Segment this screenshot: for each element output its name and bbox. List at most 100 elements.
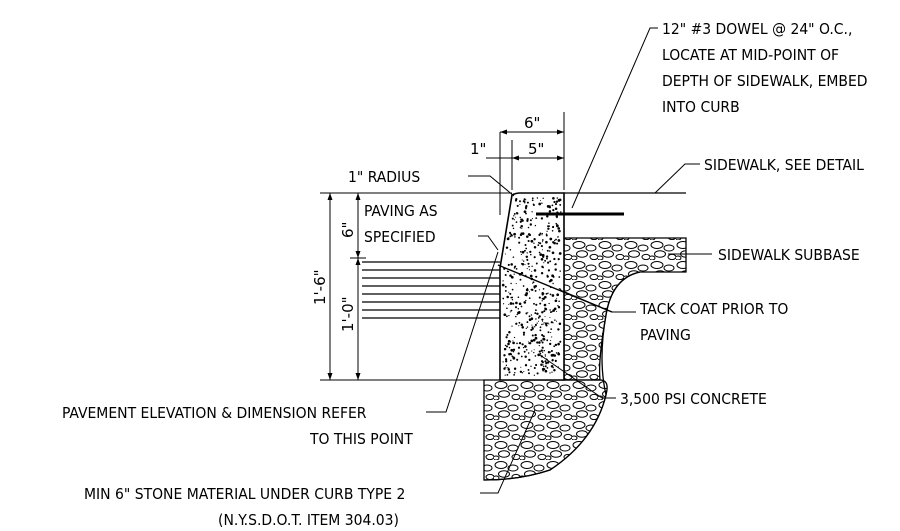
concrete-dot [524,202,526,204]
concrete-dot [522,285,525,287]
concrete-dot [519,200,521,203]
concrete-dot [531,317,534,320]
concrete-dot [542,335,545,338]
concrete-dot [550,354,554,357]
concrete-dot [542,364,544,366]
pavement-note-line2: TO THIS POINT [309,430,413,448]
concrete-dot [542,323,545,325]
concrete-dot [526,218,529,221]
concrete-dot [554,207,558,211]
concrete-dot [546,249,549,252]
concrete-dot [548,222,550,224]
concrete-dot [524,244,527,246]
concrete-dot [531,211,533,213]
concrete-dot [528,358,531,362]
concrete-dot [547,331,550,334]
concrete-dot [515,283,517,285]
concrete-dot [516,204,519,207]
concrete-dot [512,302,515,305]
concrete-dot [558,252,562,255]
concrete-dot [506,333,509,336]
concrete-dot [554,319,556,321]
concrete-dot [547,322,549,324]
concrete-dot [542,365,545,368]
concrete-dot [505,364,508,367]
concrete-dot [506,237,510,241]
concrete-dot [511,288,514,291]
concrete-dot [518,341,522,345]
concrete-dot [506,374,509,376]
concrete-dot [508,330,511,334]
concrete-dot [552,282,554,285]
concrete-dot [548,323,550,325]
concrete-dot [557,352,561,356]
concrete-dot [549,293,552,296]
concrete-dot [546,215,549,218]
dim-1in-text: 1" [470,140,486,158]
concrete-dot [546,205,550,208]
concrete-dot [529,223,533,226]
concrete-dot [530,328,533,332]
concrete-dot [509,302,513,305]
concrete-dot [531,265,533,268]
concrete-dot [524,206,527,209]
concrete-dot [549,278,553,282]
concrete-dot [554,268,557,271]
concrete-dot [539,326,542,329]
concrete-dot [551,359,554,362]
concrete-dot [556,320,558,322]
concrete-dot [551,230,554,232]
concrete-dot [545,240,548,244]
dim-5in-text: 5" [528,140,544,158]
concrete-dot [553,369,556,372]
concrete-dot [551,294,555,297]
concrete-dot [543,303,547,307]
concrete-dot [556,297,558,299]
concrete-dot [557,328,560,331]
concrete-dot [505,336,508,339]
concrete-note: 3,500 PSI CONCRETE [620,390,767,408]
concrete-dot [520,225,523,228]
concrete-dot [535,363,538,367]
concrete-dot [520,355,523,358]
concrete-dot [542,197,544,200]
concrete-dot [540,360,544,363]
concrete-dot [530,239,534,243]
concrete-dot [558,198,562,201]
concrete-dot [523,350,526,353]
concrete-dot [557,236,559,238]
concrete-dot [527,368,530,371]
paving-note-line2: SPECIFIED [364,228,436,246]
concrete-dot [555,200,559,203]
concrete-dot [533,269,537,272]
concrete-dot [539,242,541,245]
concrete-dot [544,360,547,363]
concrete-dot [510,233,513,236]
concrete-dot [518,325,520,327]
concrete-dot [544,365,547,368]
concrete-dot [540,272,544,275]
concrete-dot [535,275,538,278]
concrete-dot [518,302,522,306]
concrete-dot [533,326,536,328]
concrete-dot [530,253,532,256]
concrete-dot [541,239,544,241]
concrete-dot [547,339,549,341]
concrete-dot [541,232,544,235]
concrete-dot [513,215,515,217]
concrete-dot [550,340,552,342]
concrete-dot [504,366,506,369]
concrete-dot [525,312,528,315]
concrete-dot [529,250,532,254]
concrete-dot [557,227,561,230]
concrete-dot [546,274,549,277]
concrete-dot [559,270,561,272]
concrete-dot [538,296,541,299]
concrete-dot [511,299,514,301]
concrete-dot [525,292,529,295]
concrete-dot [533,245,537,249]
concrete-dot [520,253,522,256]
concrete-dot [529,274,533,278]
concrete-dot [559,340,562,343]
concrete-dot [521,372,524,374]
